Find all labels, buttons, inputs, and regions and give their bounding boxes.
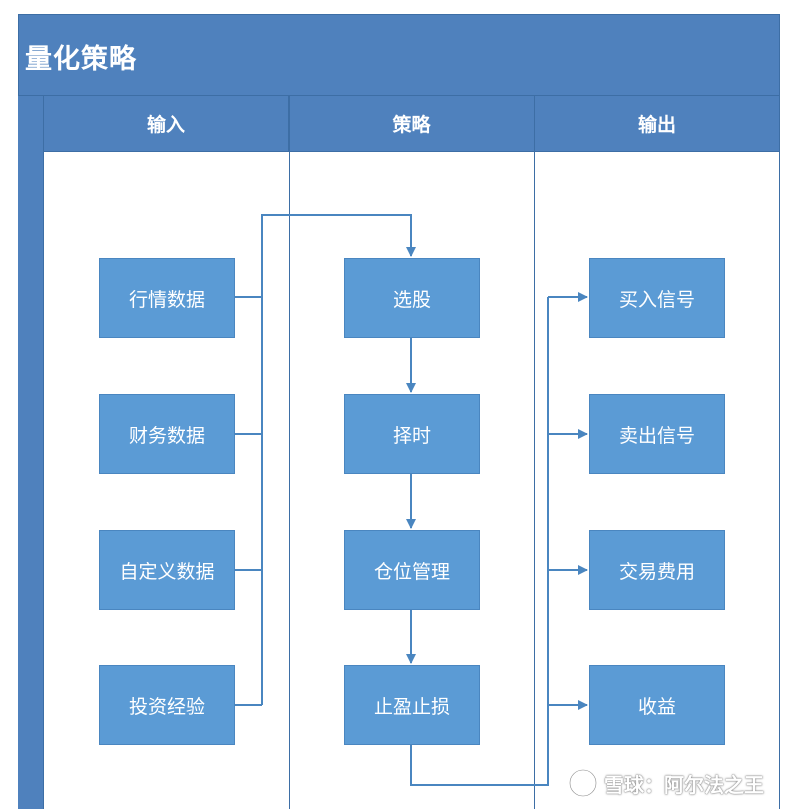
- box-financial-data: 财务数据: [99, 394, 235, 474]
- box-custom-data: 自定义数据: [99, 530, 235, 610]
- box-profit: 收益: [589, 665, 725, 745]
- page-margin: [0, 0, 18, 809]
- box-trading-cost: 交易费用: [589, 530, 725, 610]
- lane-header-strategy: 策略: [289, 96, 535, 152]
- box-stop-profit-loss: 止盈止损: [344, 665, 480, 745]
- watermark-text: 雪球：阿尔法之王: [604, 772, 764, 797]
- lane-divider: [289, 96, 290, 809]
- connector-to-stock-selection: [261, 214, 416, 705]
- watermark: 雪球：阿尔法之王: [568, 764, 764, 802]
- box-investment-experience: 投资经验: [99, 665, 235, 745]
- box-buy-signal: 买入信号: [589, 258, 725, 338]
- pool-side-strip: [18, 96, 44, 809]
- box-position-management: 仓位管理: [344, 530, 480, 610]
- box-timing: 择时: [344, 394, 480, 474]
- connector-to-outputs: [410, 297, 549, 786]
- lane-divider: [534, 96, 535, 809]
- lane-header-input: 输入: [44, 96, 289, 152]
- diagram-title-bar: 量化策略: [18, 14, 780, 96]
- box-market-data: 行情数据: [99, 258, 235, 338]
- diagram-title: 量化策略: [25, 44, 137, 75]
- pool-right-border: [779, 14, 780, 809]
- box-sell-signal: 卖出信号: [589, 394, 725, 474]
- snowball-logo-icon: [568, 768, 598, 798]
- box-stock-selection: 选股: [344, 258, 480, 338]
- lane-header-output: 输出: [535, 96, 780, 152]
